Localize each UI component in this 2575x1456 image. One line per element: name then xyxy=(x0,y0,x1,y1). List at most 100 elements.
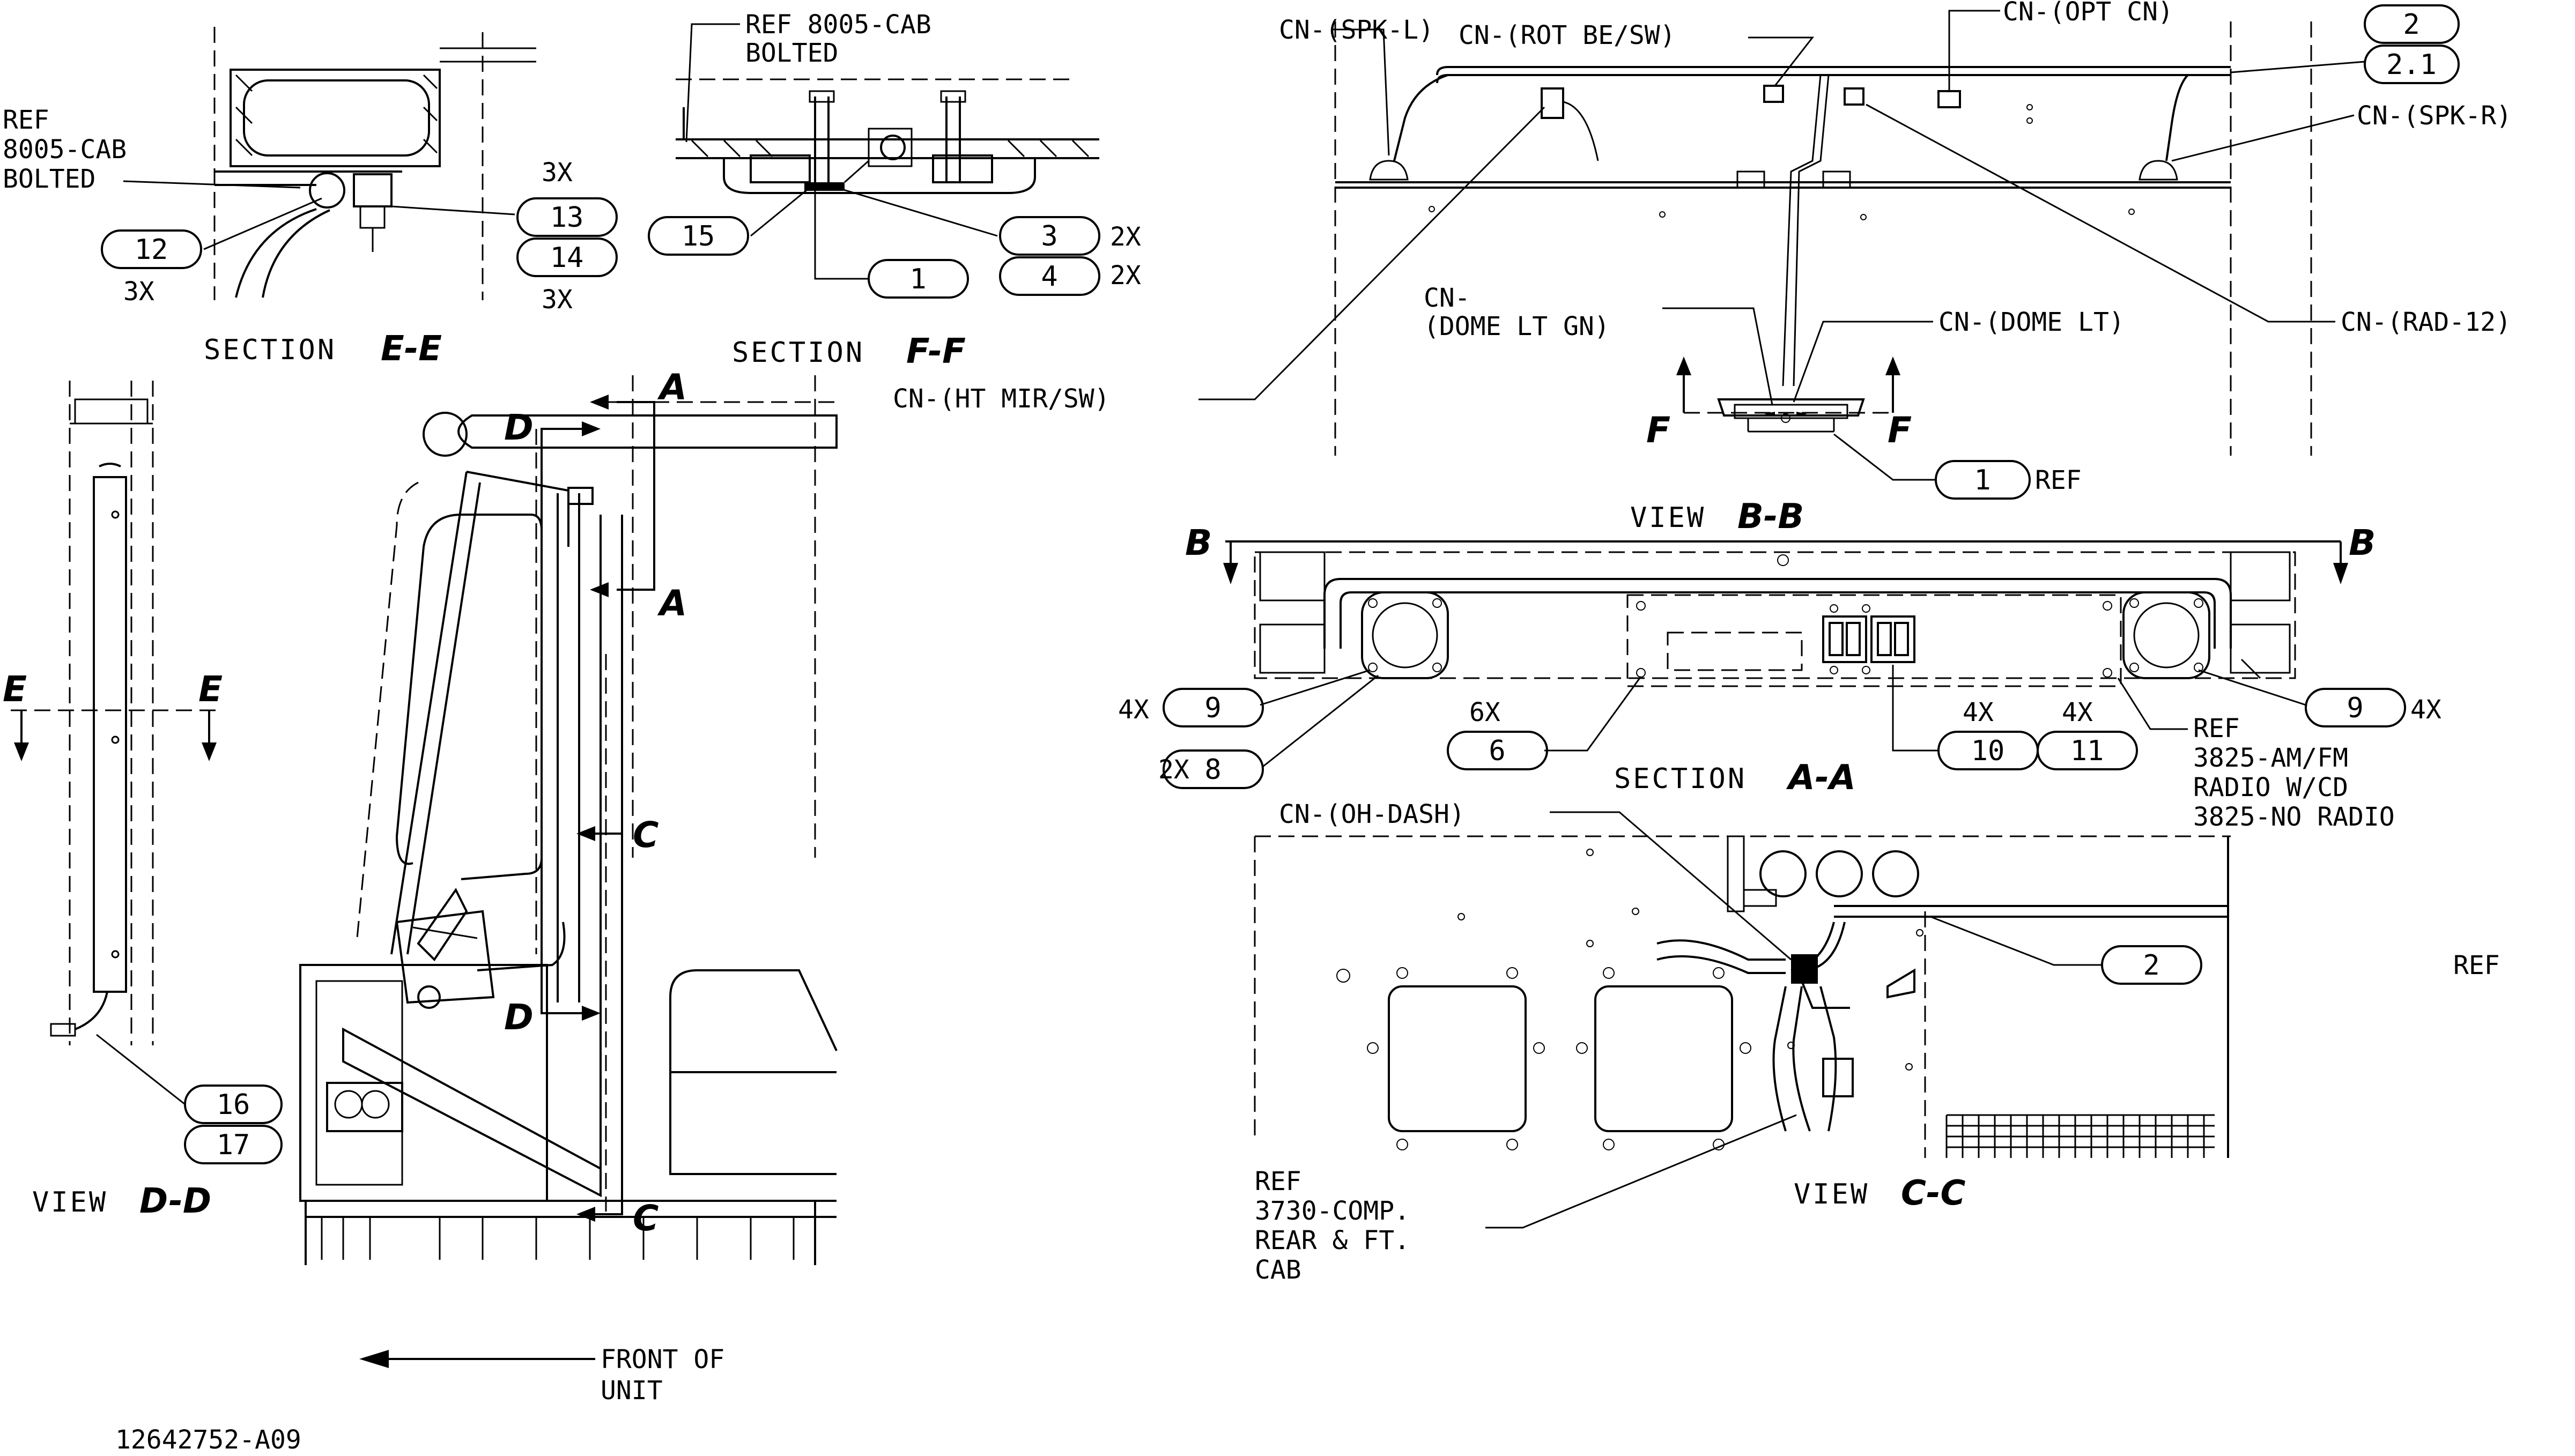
callout-11: 11 xyxy=(2070,735,2104,767)
leader-radio xyxy=(2117,678,2188,730)
callout-bubble-13: 13 xyxy=(516,197,618,237)
qty-9-left: 4X xyxy=(1118,695,1149,725)
front-of-unit-2: UNIT xyxy=(601,1376,663,1406)
callout-bubble-9-right: 9 xyxy=(2305,688,2406,727)
cut-e-left: E xyxy=(3,668,27,710)
callout-bubble-17: 17 xyxy=(184,1125,283,1164)
section-a-a xyxy=(1223,540,2348,687)
qty-10: 4X xyxy=(1963,697,1994,727)
leader-1-bb xyxy=(1833,433,1936,481)
cn-ht-mir-sw: CN-(HT MIR/SW) xyxy=(893,384,1110,414)
view-b-b xyxy=(1334,21,2312,456)
section-f-f xyxy=(676,78,1099,194)
callout-2-cc: 2 xyxy=(2143,949,2159,982)
callout-bubble-11: 11 xyxy=(2037,731,2138,770)
view-b-b-letters: B-B xyxy=(1737,497,1804,537)
leader-10 xyxy=(1892,665,1938,752)
leader-2-cc xyxy=(1930,916,2102,966)
leader-dome-lt xyxy=(1793,321,1933,403)
leader-dome-lt-gn xyxy=(1662,307,1773,405)
leader-comp xyxy=(1485,1114,1797,1229)
qty-3: 2X xyxy=(1110,222,1141,252)
leader-8 xyxy=(1262,674,1379,768)
cn-opt-cn: CN-(OPT CN) xyxy=(2003,0,2173,27)
ref-2-suffix: REF xyxy=(2453,950,2500,980)
cut-a-line xyxy=(617,401,655,591)
section-f-f-letters: F-F xyxy=(906,332,966,372)
section-a-a-letters: A-A xyxy=(1786,758,1856,798)
cut-e-right: E xyxy=(198,668,223,710)
leader-2-bb xyxy=(2230,61,2365,73)
view-d-d-word: VIEW xyxy=(32,1186,108,1219)
ref-1-suffix: REF xyxy=(2035,465,2082,495)
cn-spk-r: CN-(SPK-R) xyxy=(2357,101,2512,131)
leader-spk-l xyxy=(1333,28,1390,156)
cn-dome-lt-gn-2: (DOME LT GN) xyxy=(1424,311,1610,341)
leader-ht-mir-sw xyxy=(1198,106,1545,400)
callout-bubble-2-bb: 2 xyxy=(2364,4,2460,44)
callout-bubble-8: 8 xyxy=(1163,749,1264,789)
qty-6: 6X xyxy=(1469,697,1500,727)
qty-12: 3X xyxy=(123,277,154,307)
leader-13 xyxy=(391,205,515,216)
section-e-e-letters: E-E xyxy=(381,329,442,369)
callout-1-bb: 1 xyxy=(1974,464,1991,496)
view-d-d xyxy=(11,381,220,1045)
ref-comp-4: CAB xyxy=(1255,1255,1301,1285)
leader-9-right xyxy=(2198,669,2306,706)
callout-bubble-1-ff: 1 xyxy=(868,259,969,299)
leader-1-ff xyxy=(814,190,869,280)
ref-cab-bolted-ff-1: REF 8005-CAB xyxy=(745,10,931,40)
callout-6: 6 xyxy=(1489,735,1505,767)
ref-radio-1: REF xyxy=(2193,714,2240,744)
cut-a-top: A xyxy=(657,367,687,408)
qty-9-right: 4X xyxy=(2410,695,2441,725)
leader-6 xyxy=(1544,676,1642,752)
callout-3: 3 xyxy=(1041,220,1057,252)
cut-f-right: F xyxy=(1888,410,1912,451)
callout-16: 16 xyxy=(217,1089,250,1121)
callout-17: 17 xyxy=(217,1129,250,1161)
callout-bubble-15: 15 xyxy=(648,216,749,256)
cut-d-top: D xyxy=(504,407,534,448)
callout-12: 12 xyxy=(135,234,168,266)
view-c-c-letters: C-C xyxy=(1901,1173,1966,1213)
front-of-unit-1: FRONT OF xyxy=(601,1344,724,1375)
ref-comp-1: REF xyxy=(1255,1167,1301,1197)
callout-bubble-6: 6 xyxy=(1447,731,1548,770)
cn-dome-lt-gn-1: CN- xyxy=(1424,283,1470,313)
qty-14: 3X xyxy=(542,285,573,315)
qty-11: 4X xyxy=(2062,697,2093,727)
drawing-number: 12642752-A09 xyxy=(115,1425,301,1455)
callout-9-left: 9 xyxy=(1204,692,1221,724)
view-c-c xyxy=(1254,835,2231,1158)
ref-radio-4: 3825-NO RADIO xyxy=(2193,802,2395,832)
cn-rad-12: CN-(RAD-12) xyxy=(2341,307,2511,337)
qty-13: 3X xyxy=(542,158,573,188)
ref-radio-3: RADIO W/CD xyxy=(2193,772,2348,803)
cut-d-line xyxy=(541,428,582,1014)
leader-16 xyxy=(96,1034,186,1105)
cut-c-bottom: C xyxy=(633,1198,658,1239)
leader-15 xyxy=(750,187,810,237)
cut-c-line xyxy=(595,833,623,1215)
callout-9-right: 9 xyxy=(2347,692,2363,724)
callout-bubble-2-cc: 2 xyxy=(2101,945,2202,985)
view-d-d-letters: D-D xyxy=(139,1182,211,1221)
ref-radio-2: 3825-AM/FM xyxy=(2193,743,2348,773)
section-f-f-word: SECTION xyxy=(732,337,864,369)
leader-9-left xyxy=(1260,669,1371,706)
ref-cab-bolted-ee-2: 8005-CAB xyxy=(3,135,127,165)
cn-rot-be-sw: CN-(ROT BE/SW) xyxy=(1459,20,1676,50)
cut-c-top: C xyxy=(633,814,658,856)
cn-oh-dash: CN-(OH-DASH) xyxy=(1279,799,1465,829)
qty-4: 2X xyxy=(1110,261,1141,291)
callout-bubble-10: 10 xyxy=(1937,731,2039,770)
callout-13: 13 xyxy=(550,202,584,234)
cn-dome-lt: CN-(DOME LT) xyxy=(1938,307,2125,337)
leader-rad-12 xyxy=(1866,103,2335,323)
callout-bubble-16: 16 xyxy=(184,1084,283,1124)
callout-15: 15 xyxy=(682,220,715,252)
leader-rot-be-sw xyxy=(1748,36,1815,86)
